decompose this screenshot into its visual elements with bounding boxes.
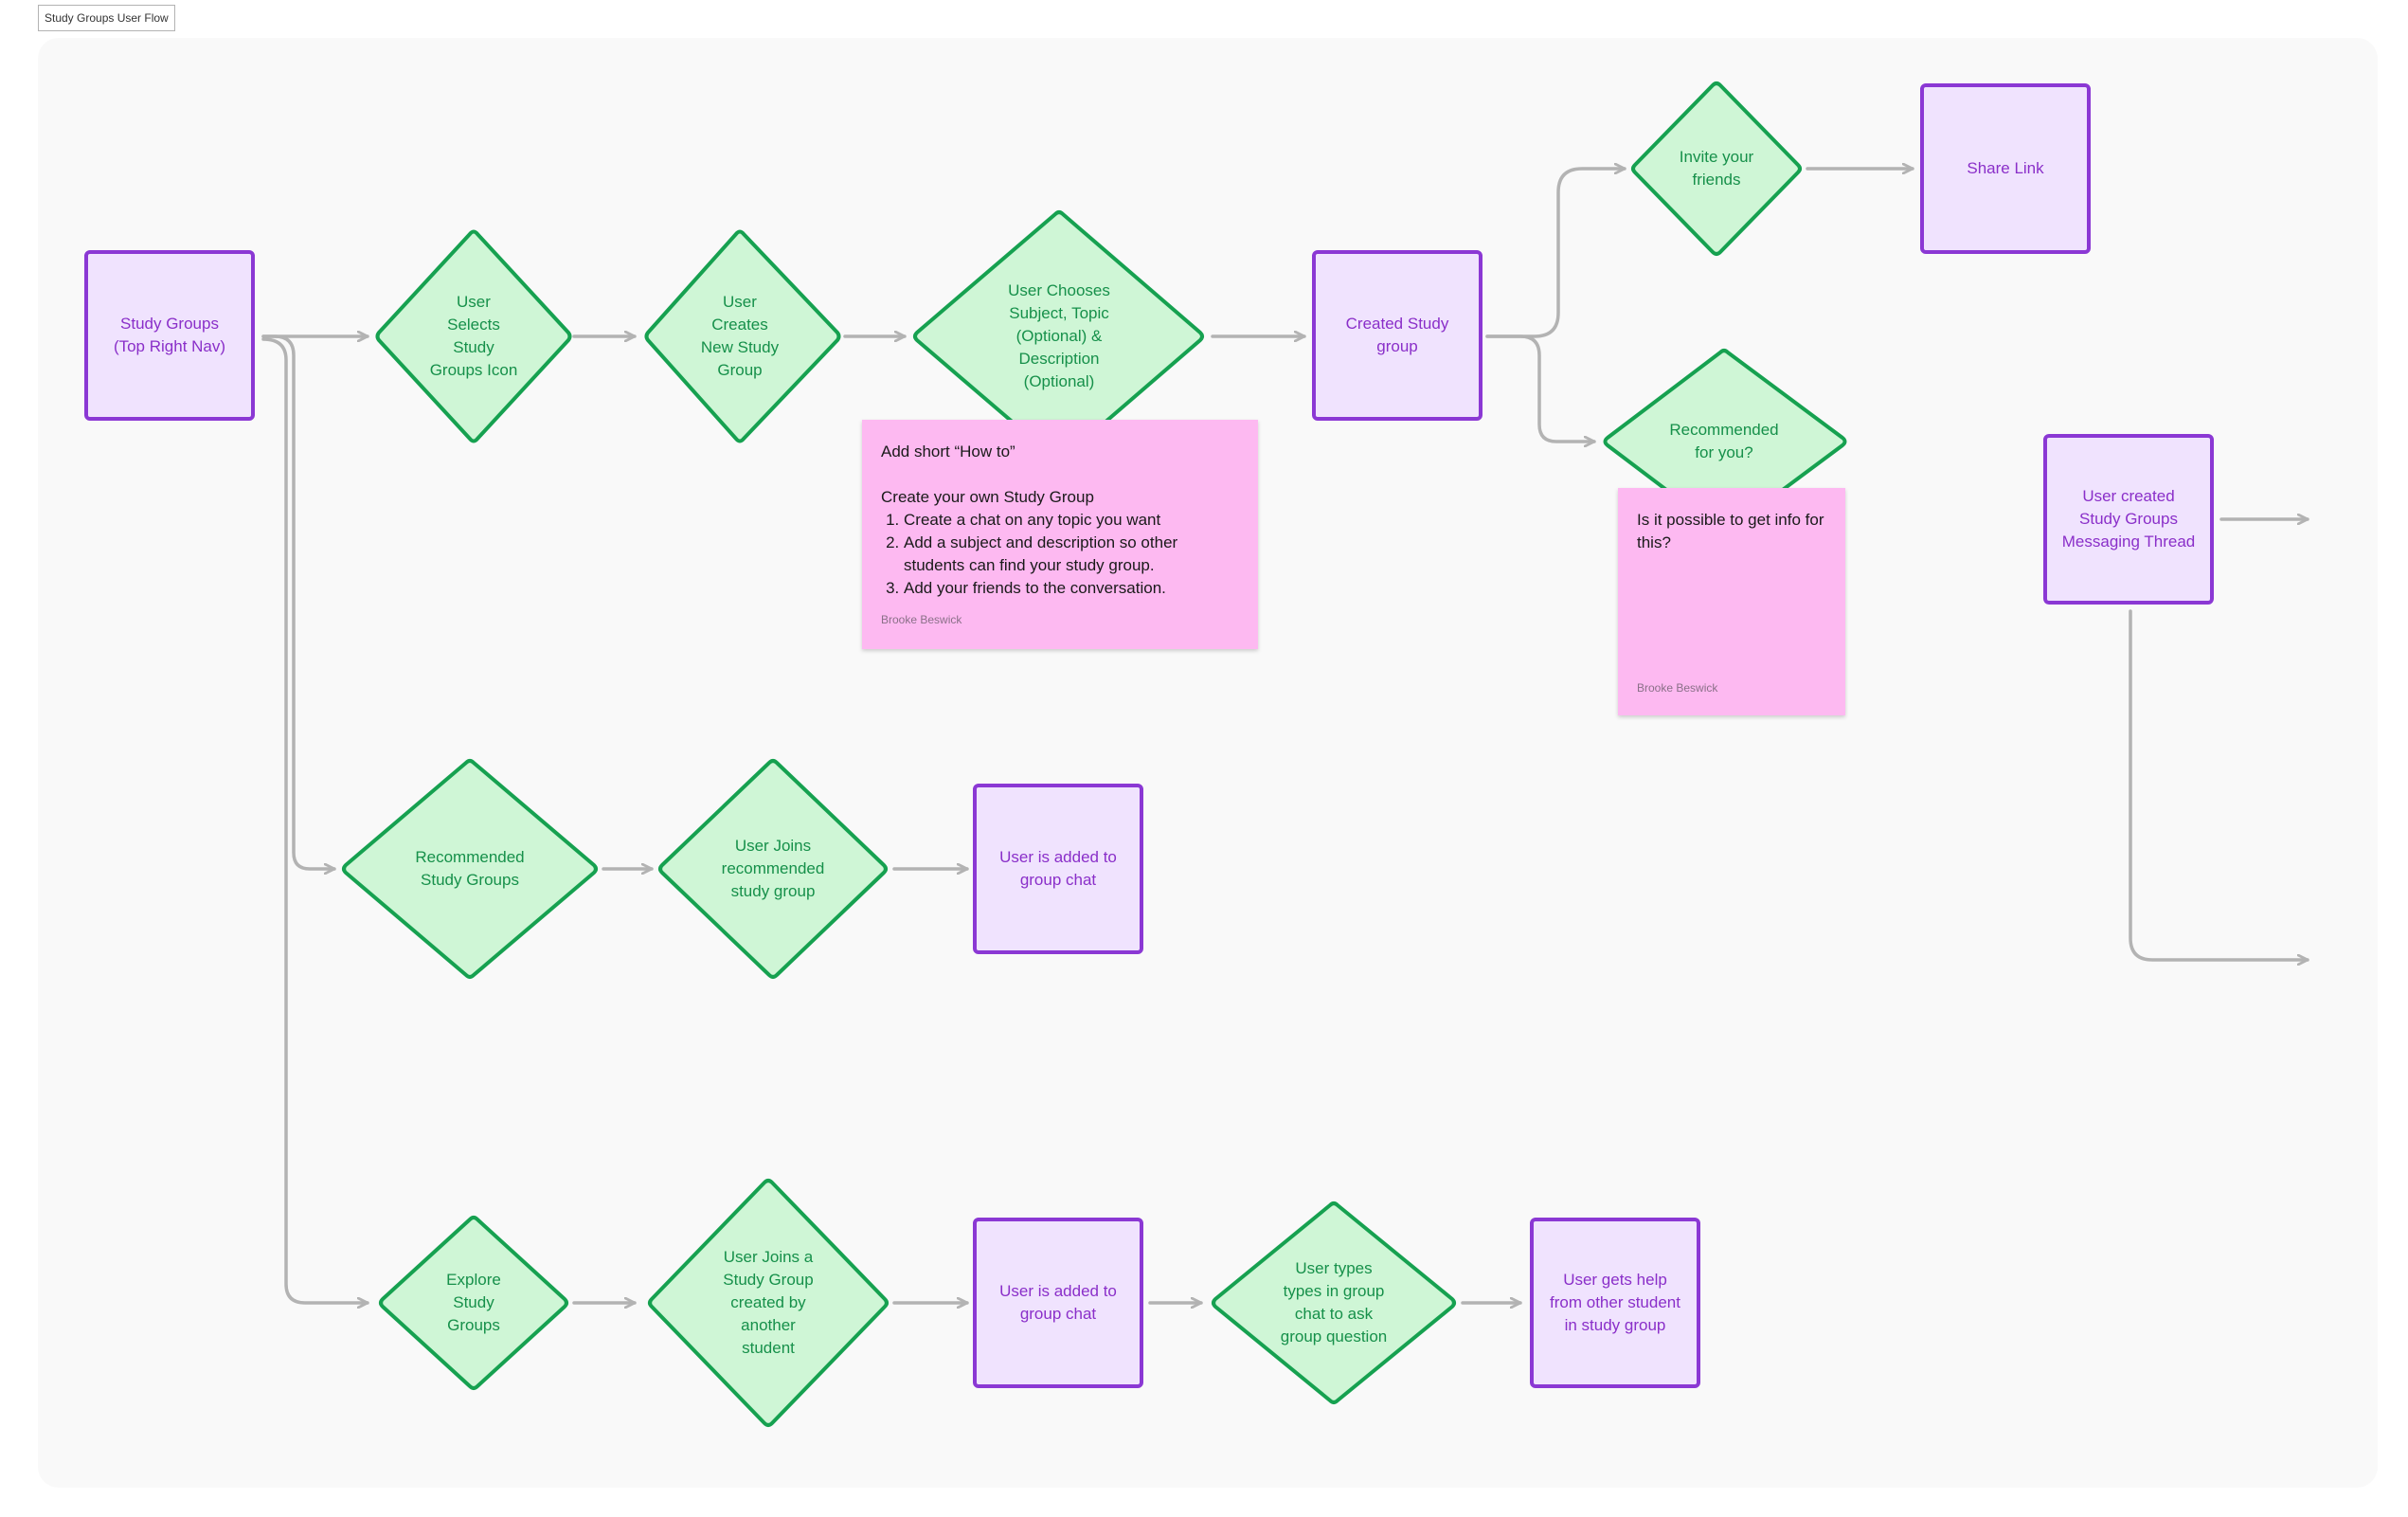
connector-nav-to-explore (261, 337, 369, 1303)
sticky-info-author: Brooke Beswick (1637, 681, 1718, 695)
sticky-how-to-steps: Create a chat on any topic you want Add … (881, 509, 1239, 600)
box-study-groups-nav (84, 250, 255, 421)
box-added-chat-2 (973, 1218, 1143, 1388)
sticky-note-info[interactable]: Is it possible to get info for this? Bro… (1618, 488, 1845, 715)
sticky-how-to-author: Brooke Beswick (881, 613, 962, 626)
box-gets-help (1530, 1218, 1700, 1388)
decision-nodes (342, 81, 1847, 1427)
connector-nav-to-recommended (261, 334, 336, 869)
process-nodes (84, 83, 2214, 1388)
sticky-note-how-to[interactable]: Add short “How to” Create your own Study… (862, 420, 1258, 649)
sticky-how-to-step: Add a subject and description so other s… (904, 532, 1239, 577)
box-added-chat-1 (973, 784, 1143, 954)
sticky-info-text: Is it possible to get info for this? (1637, 511, 1824, 551)
frame-title[interactable]: Study Groups User Flow (38, 5, 175, 31)
diamond-recommended-groups (342, 759, 598, 979)
diamond-user-types (1212, 1201, 1456, 1404)
diamond-joins-other (648, 1179, 889, 1427)
box-messaging-thread (2043, 434, 2214, 605)
box-created-group (1312, 250, 1483, 421)
connector-thread-down (2129, 609, 2309, 960)
sticky-how-to-title: Add short “How to” (881, 442, 1015, 461)
connector-created-to-recommended-for-you (1485, 334, 1596, 442)
diamond-invite-friends (1631, 81, 1802, 256)
diamond-explore-groups (379, 1216, 568, 1390)
box-share-link (1920, 83, 2091, 254)
diamond-joins-recommended (658, 759, 888, 979)
diamond-selects-icon (375, 229, 572, 443)
sticky-how-to-step: Add your friends to the conversation. (904, 577, 1239, 600)
connectors (261, 169, 2309, 1303)
sticky-how-to-heading: Create your own Study Group (881, 488, 1094, 506)
sticky-how-to-step: Create a chat on any topic you want (904, 509, 1239, 532)
connector-created-to-invite (1485, 169, 1626, 338)
diamond-creates-group (644, 229, 841, 443)
